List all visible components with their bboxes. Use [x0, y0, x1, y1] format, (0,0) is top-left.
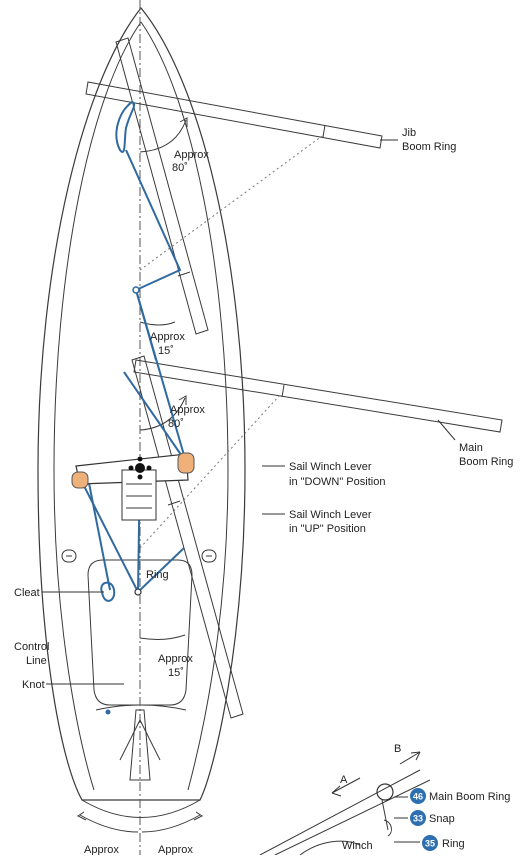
cleat-label: Cleat: [14, 587, 40, 599]
sail-winch-lever: [71, 452, 195, 521]
approx-bottom-right-label: Approx: [158, 844, 193, 855]
main-boom: [131, 355, 503, 719]
part-33-number: 33: [413, 814, 423, 824]
main-boom-ring-label-1: Main: [459, 442, 483, 454]
winch-roller-left: [71, 471, 89, 489]
approx-15-mid-value: 15˚: [158, 345, 174, 357]
inset-detail: [259, 751, 431, 856]
winch-down-label-2: in "DOWN" Position: [289, 476, 385, 488]
knot-label: Knot: [22, 679, 45, 691]
part-33-badge: [410, 810, 426, 826]
winch-down-label-1: Sail Winch Lever: [289, 461, 372, 473]
part-46-number: 46: [413, 792, 423, 802]
jib-boom-ring-label-1: Jib: [402, 127, 416, 139]
leader-lines: [42, 139, 456, 685]
main-boom-ring-label-2: Boom Ring: [459, 456, 513, 468]
ring-label: Ring: [146, 569, 169, 581]
part-35-label: Ring: [442, 838, 465, 850]
part-35-badge: [422, 835, 438, 851]
part-35-number: 35: [425, 839, 435, 849]
deck-fittings: [61, 286, 217, 781]
approx-80-mid-label: Approx: [170, 404, 205, 416]
approx-bottom-left-label: Approx: [84, 844, 119, 855]
part-46-label: Main Boom Ring: [429, 791, 510, 803]
approx-80-top-value: 80˚: [172, 162, 188, 174]
control-line-label-2: Line: [26, 655, 47, 667]
approx-15-mid-label: Approx: [150, 331, 185, 343]
part-46-badge: [410, 788, 426, 804]
inset-arrow-a-label: A: [340, 774, 348, 786]
control-line-label-1: Control: [14, 641, 49, 653]
jib-boom: [85, 37, 383, 335]
part-33-label: Snap: [429, 813, 455, 825]
hull: [37, 7, 246, 818]
approx-80-top-label: Approx: [174, 149, 209, 161]
bottom-arcs: [77, 811, 203, 833]
approx-15-low-label: Approx: [158, 653, 193, 665]
winch-up-label-2: in "UP" Position: [289, 523, 366, 535]
inset-winch-label: Winch: [342, 840, 373, 852]
inset-arrow-b-label: B: [394, 743, 401, 755]
winch-roller-right: [177, 452, 195, 474]
approx-80-mid-value: 80˚: [168, 418, 184, 430]
approx-15-low-value: 15˚: [168, 667, 184, 679]
jib-boom-ring-label-2: Boom Ring: [402, 141, 456, 153]
winch-up-label-1: Sail Winch Lever: [289, 509, 372, 521]
